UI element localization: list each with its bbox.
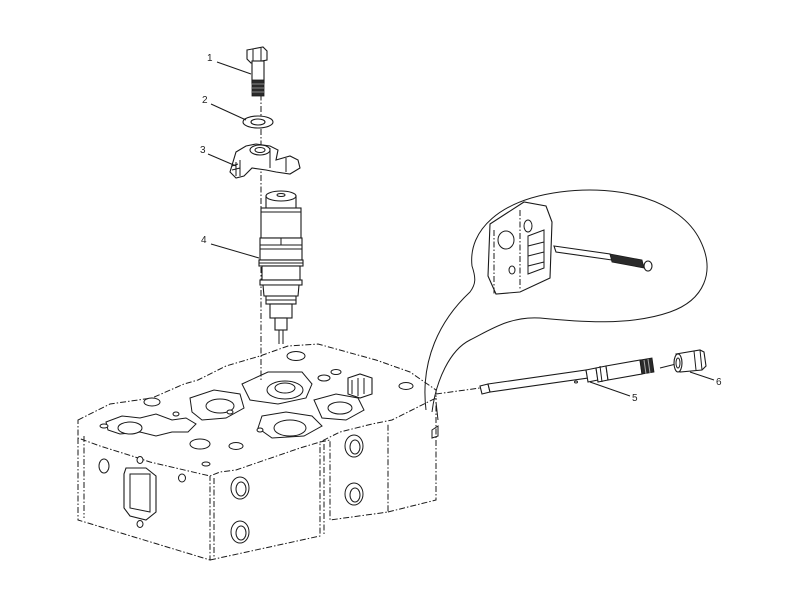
- callout-2-label: 2: [202, 95, 208, 106]
- cylinder-head-part: [77, 343, 439, 561]
- clamp-part: [229, 143, 301, 179]
- callout-5-label: 5: [632, 393, 638, 404]
- washer-part: [242, 115, 274, 129]
- connector-tube-part: [479, 357, 655, 395]
- callout-6-label: 6: [716, 377, 722, 388]
- tube-axis-line: [435, 387, 481, 395]
- nut-axis-line: [659, 363, 677, 369]
- callout-leaders: [207, 61, 715, 397]
- detail-inset: [424, 189, 708, 413]
- nut-part: [673, 349, 707, 373]
- injector-part: [258, 190, 304, 344]
- bolt-part: [246, 46, 268, 97]
- callout-4-label: 4: [201, 235, 207, 246]
- callout-3-label: 3: [200, 145, 206, 156]
- inset-leader-line: [435, 401, 439, 421]
- callout-1-label: 1: [207, 53, 213, 64]
